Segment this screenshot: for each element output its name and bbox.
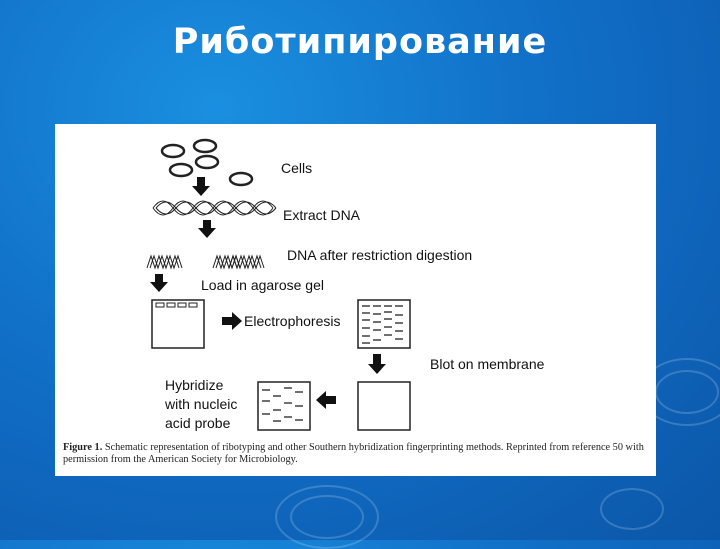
cell [228,171,254,187]
right-arrow-icon [222,312,242,330]
hybridized-membrane-illustration [257,381,311,431]
cell [194,154,220,170]
down-arrow-icon [192,177,210,196]
down-arrow-icon [368,354,386,374]
dna-fragments-illustration [146,254,265,270]
slide-title: Риботипирование [172,22,548,62]
label-hybridize: Hybridize [165,377,224,393]
cell [160,143,186,159]
dna-helix-illustration [152,200,277,216]
label-hybridize: with nucleic [165,396,238,412]
down-arrow-icon [198,220,216,238]
agarose-gel-illustration [151,299,205,349]
label-restriction-digestion: DNA after restriction digestion [287,247,473,263]
ripple-decoration [600,488,664,530]
electrophoresis-gel-illustration [357,299,411,349]
cell [192,138,218,154]
down-arrows [150,177,386,374]
label-hybridize: acid probe [165,415,231,431]
label-blot-membrane: Blot on membrane [430,356,545,372]
caption-label: Figure 1. [63,442,103,453]
label-electrophoresis: Electrophoresis [244,313,341,329]
ribotyping-figure: Cells Extract DNA DNA after restriction … [55,124,656,476]
cells-illustration [160,138,254,187]
figure-caption: Figure 1. Schematic representation of ri… [63,442,651,466]
label-extract-dna: Extract DNA [283,207,361,223]
label-load-gel: Load in agarose gel [201,277,324,293]
ripple-decoration [275,485,379,549]
left-arrow-icon [316,391,336,409]
caption-text: Schematic representation of ribotyping a… [63,442,644,465]
down-arrow-icon [150,274,168,292]
membrane-illustration [357,381,411,431]
workflow-diagram [146,138,411,431]
label-cells: Cells [281,160,313,176]
cell [168,162,194,178]
